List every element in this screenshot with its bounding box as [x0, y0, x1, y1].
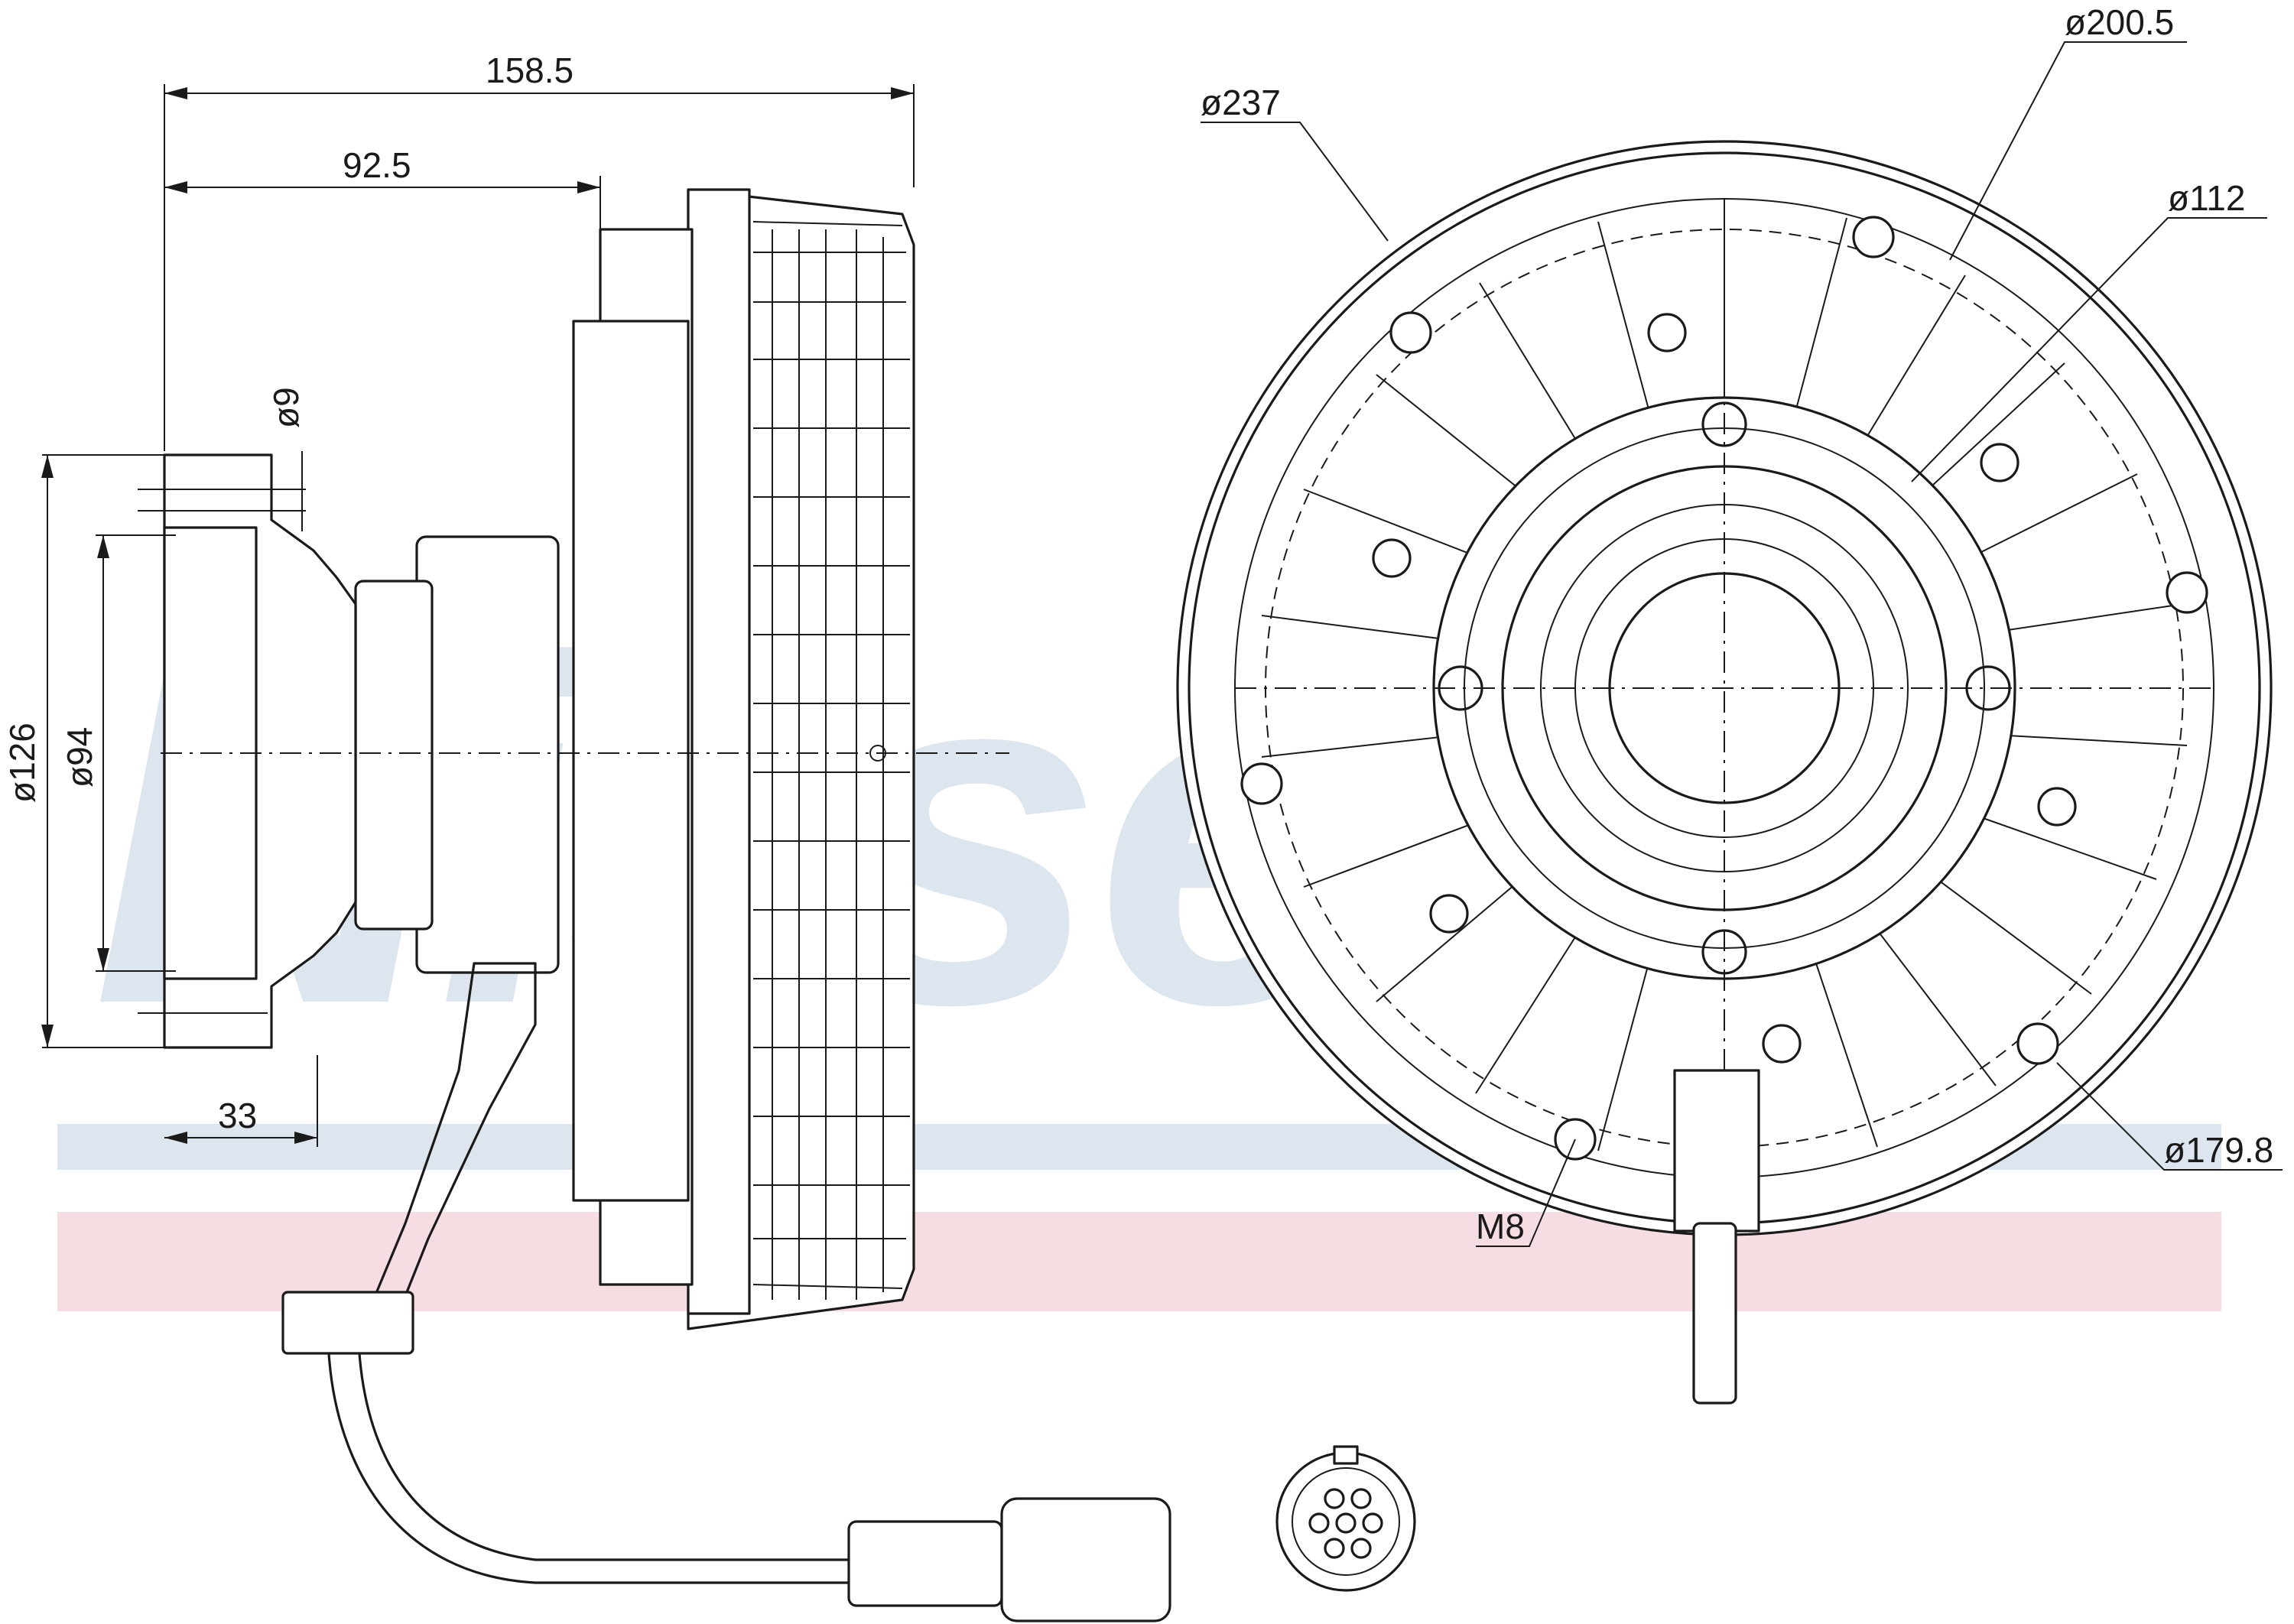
side-connector-body [847, 1520, 1003, 1607]
side-front-disc [687, 188, 751, 1315]
front-bolts [1240, 216, 2208, 1161]
dim-bolt-circle-outer: ø200.5 [2065, 2, 2174, 42]
front-dimensions: ø237 ø200.5 ø112 ø179.8 M8 [1201, 2, 2283, 1247]
dim-flange-offset: 33 [218, 1096, 257, 1135]
connector-pin-icon [1275, 1445, 1416, 1592]
side-connector-head [1000, 1497, 1171, 1622]
side-cable-clip [281, 1291, 414, 1355]
dim-hub-length: 92.5 [343, 145, 411, 185]
front-view [1176, 140, 2273, 1405]
dim-fan-diameter: ø237 [1201, 83, 1281, 122]
side-hub-stack [572, 320, 690, 1202]
side-hub-front [354, 580, 434, 931]
side-cable [366, 962, 537, 1317]
side-dimensions: 158.5 92.5 ø9 ø126 ø94 33 [2, 50, 915, 1147]
front-sensor-body [1673, 1069, 1760, 1233]
front-sensor-stem [1692, 1222, 1737, 1405]
dim-pilot-diameter: ø94 [60, 727, 99, 788]
side-fins [752, 221, 910, 1300]
dim-bolt-hole: ø9 [266, 387, 306, 428]
dim-thread: M8 [1476, 1207, 1525, 1246]
dim-flange-diameter: ø126 [2, 723, 42, 803]
dim-hub-diameter: ø112 [2168, 178, 2245, 218]
front-hub-holes [1438, 401, 2011, 975]
dim-bolt-circle-inner: ø179.8 [2164, 1130, 2273, 1170]
side-hub-body [415, 535, 560, 974]
dim-overall-length: 158.5 [486, 50, 574, 90]
side-view [138, 188, 1171, 1622]
